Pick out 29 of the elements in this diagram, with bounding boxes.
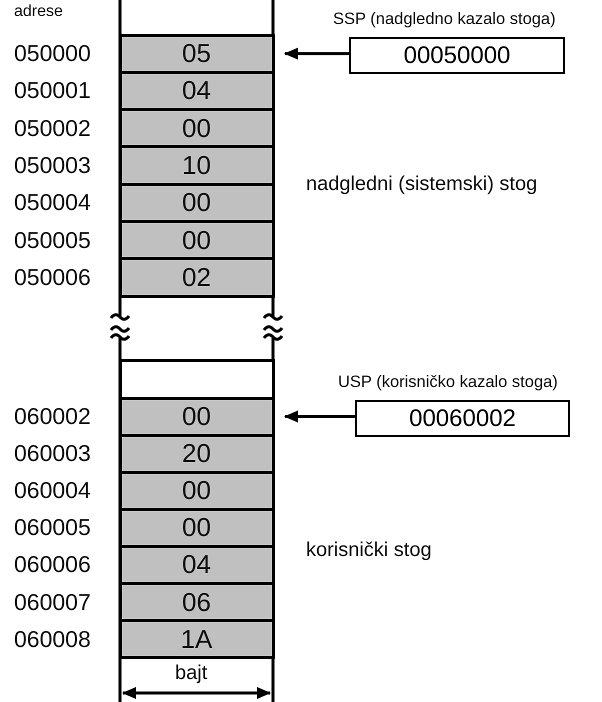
memory-cell: 05 (118, 34, 274, 74)
register-box: 00060002 (355, 400, 570, 437)
stack-label: korisnički stog (306, 539, 432, 562)
address-label: 060006 (14, 551, 91, 578)
memory-cell: 10 (118, 145, 274, 186)
stack-label: nadgledni (sistemski) stog (306, 173, 538, 196)
register-box: 00050000 (349, 37, 565, 74)
register-heading: SSP (nadgledno kazalo stoga) (333, 10, 556, 29)
memory-cell: 02 (118, 257, 274, 298)
address-label: 060003 (14, 440, 91, 468)
address-label: 050005 (14, 226, 91, 254)
address-label: 050000 (14, 40, 91, 67)
address-label: 060008 (14, 626, 91, 653)
pointer-arrow (284, 48, 349, 60)
address-label: 060002 (14, 403, 91, 430)
memory-cell: 1A (118, 619, 274, 660)
register-heading: USP (korisničko kazalo stoga) (338, 373, 558, 392)
empty-memory-cell (118, 358, 274, 400)
pointer-arrow (284, 410, 355, 423)
address-label: 050001 (14, 77, 91, 104)
address-label: 060005 (14, 514, 91, 542)
address-label: 060004 (14, 477, 91, 504)
column-heading: adrese (14, 3, 63, 21)
address-label: 050003 (14, 152, 91, 179)
address-label: 060007 (14, 588, 91, 616)
address-label: 050006 (14, 264, 91, 291)
dimension-label: bajt (175, 662, 208, 685)
address-label: 050004 (14, 189, 91, 216)
address-label: 050002 (14, 114, 91, 142)
